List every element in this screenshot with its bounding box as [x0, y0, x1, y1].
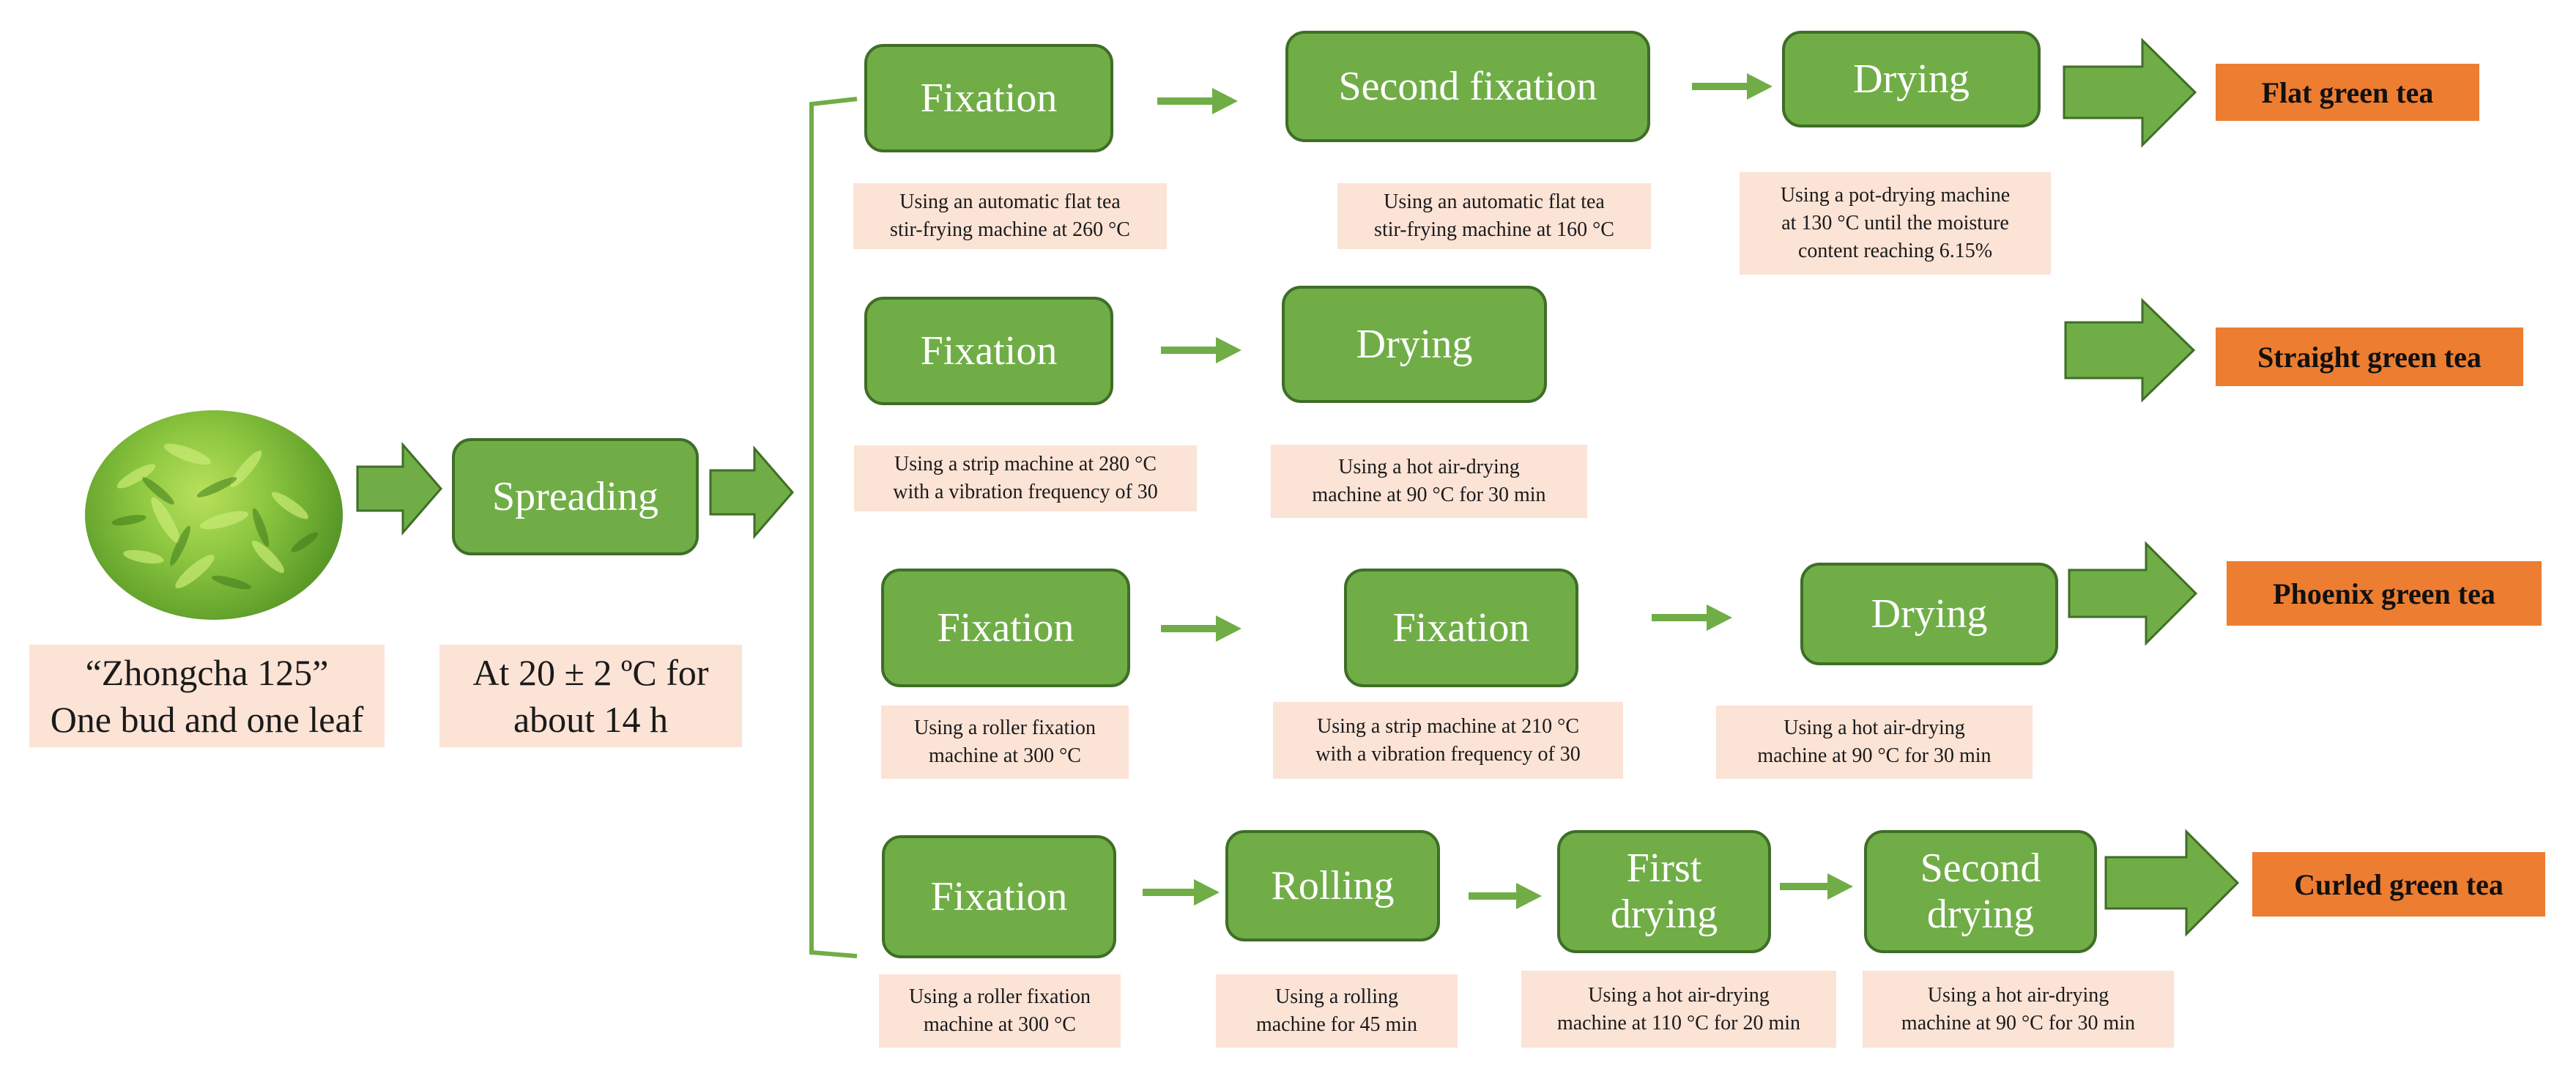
straight-step-fixation-note: Using a strip machine at 280 °C with a v…: [854, 445, 1197, 511]
arrow-phoenix-1: [1161, 615, 1241, 642]
flat-step-fixation: Fixation: [864, 44, 1113, 152]
spreading-condition-line1: At 20 ± 2 ºC for: [472, 652, 709, 693]
curled-step-rolling: Rolling: [1225, 830, 1440, 941]
step-spreading: Spreading: [452, 438, 699, 555]
product-phoenix-green-tea: Phoenix green tea: [2227, 561, 2542, 626]
curled-step-fixation: Fixation: [882, 835, 1116, 958]
arrow-straight-product: [2064, 297, 2196, 403]
phoenix-step-drying-note: Using a hot air-drying machine at 90 °C …: [1716, 706, 2033, 779]
source-label: “Zhongcha 125” One bud and one leaf: [29, 645, 385, 747]
phoenix-step-fixation-2: Fixation: [1344, 569, 1578, 687]
curled-step-fixation-note: Using a roller fixation machine at 300 °…: [879, 974, 1121, 1048]
arrow-flat-1: [1157, 88, 1238, 114]
curled-step-second-drying: Second drying: [1864, 830, 2097, 953]
straight-step-fixation: Fixation: [864, 297, 1113, 405]
source-label-line1: “Zhongcha 125”: [85, 652, 329, 693]
arrow-flat-product: [2063, 37, 2197, 148]
arrow-curled-2: [1469, 883, 1542, 909]
arrow-source-to-spreading: [356, 441, 442, 536]
straight-step-drying-note: Using a hot air-drying machine at 90 °C …: [1271, 445, 1587, 518]
straight-step-drying: Drying: [1282, 286, 1547, 403]
branch-bracket: [809, 97, 858, 958]
source-label-line2: One bud and one leaf: [50, 699, 364, 740]
flat-step-drying-note: Using a pot-drying machine at 130 °C unt…: [1740, 172, 2051, 275]
arrow-flat-2: [1692, 73, 1773, 100]
product-flat-green-tea: Flat green tea: [2216, 64, 2479, 121]
arrow-phoenix-product: [2068, 541, 2198, 646]
arrow-phoenix-2: [1652, 604, 1732, 631]
flat-step-second-fixation-note: Using an automatic flat tea stir-frying …: [1337, 183, 1651, 249]
flat-step-second-fixation: Second fixation: [1285, 31, 1650, 142]
product-straight-green-tea: Straight green tea: [2216, 327, 2523, 386]
phoenix-step-fixation-note: Using a roller fixation machine at 300 °…: [881, 706, 1129, 779]
phoenix-step-drying: Drying: [1800, 563, 2058, 665]
curled-step-first-drying: First drying: [1557, 830, 1771, 953]
arrow-straight-1: [1161, 337, 1241, 363]
flat-step-drying: Drying: [1782, 31, 2041, 127]
arrow-curled-1: [1143, 879, 1220, 906]
spreading-condition-line2: about 14 h: [513, 699, 669, 740]
arrow-spreading-to-bracket: [709, 445, 794, 540]
tea-leaves-image: [85, 410, 343, 620]
phoenix-step-fixation-2-note: Using a strip machine at 210 °C with a v…: [1273, 702, 1623, 779]
arrow-curled-product: [2104, 829, 2240, 937]
spreading-condition: At 20 ± 2 ºC for about 14 h: [439, 645, 742, 747]
product-curled-green-tea: Curled green tea: [2252, 852, 2545, 917]
curled-step-rolling-note: Using a rolling machine for 45 min: [1216, 974, 1458, 1048]
flat-step-fixation-note: Using an automatic flat tea stir-frying …: [853, 183, 1167, 249]
curled-step-first-drying-note: Using a hot air-drying machine at 110 °C…: [1521, 971, 1836, 1048]
tea-leaves-texture: [111, 443, 319, 590]
curled-step-second-drying-note: Using a hot air-drying machine at 90 °C …: [1863, 971, 2174, 1048]
arrow-curled-3: [1780, 873, 1853, 900]
phoenix-step-fixation: Fixation: [881, 569, 1130, 687]
